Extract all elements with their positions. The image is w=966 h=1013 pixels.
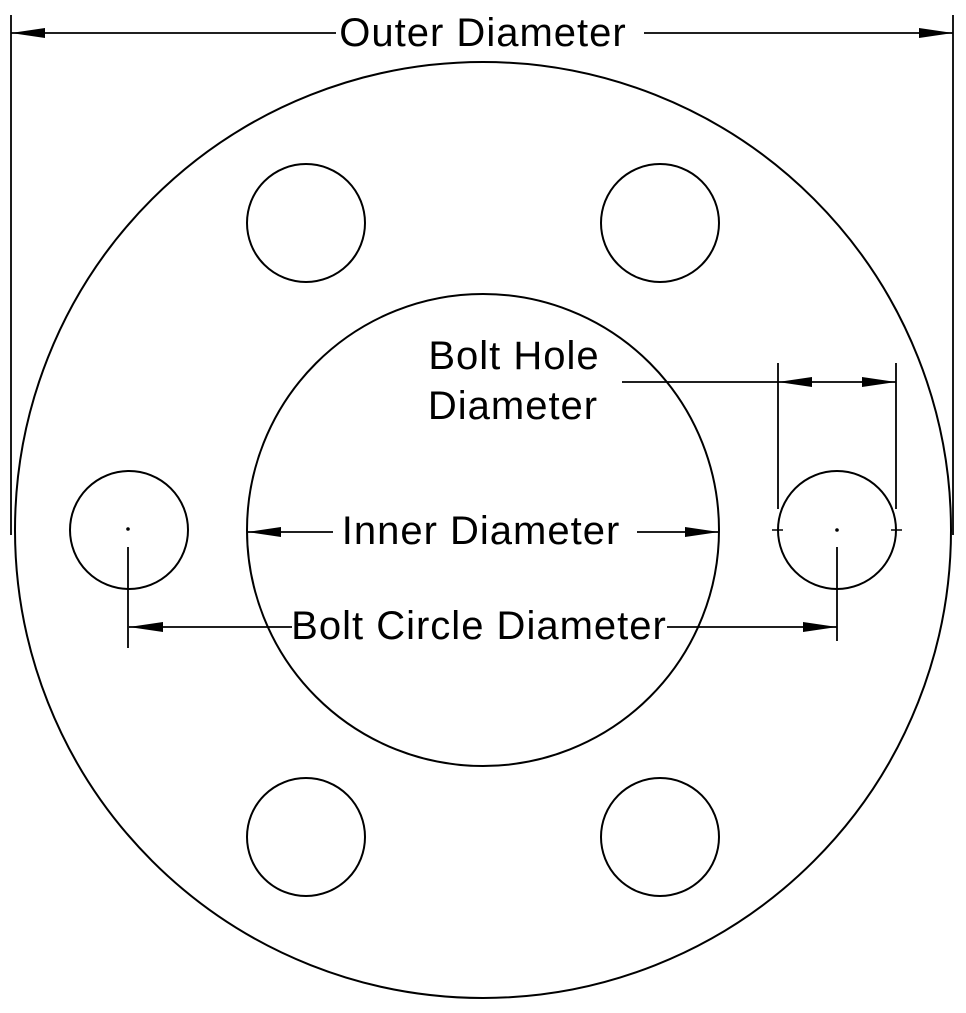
- outer-diameter-label: Outer Diameter: [339, 11, 626, 55]
- outer-diameter-arrow-left: [11, 28, 45, 38]
- outer-circle: [14, 61, 952, 999]
- center-mark-right-hole: [835, 528, 839, 532]
- inner-diameter-label: Inner Diameter: [342, 509, 621, 553]
- inner-diameter-arrow-left: [247, 527, 281, 537]
- inner-diameter-dimension: Inner Diameter: [247, 509, 719, 553]
- bolt-hole-diameter-label-line2: Diameter: [428, 384, 598, 428]
- bolt-hole-top-right: [600, 163, 720, 283]
- bolt-hole-top-left: [246, 163, 366, 283]
- bolt-circle-diameter-label: Bolt Circle Diameter: [291, 604, 667, 648]
- bolt-hole-arrow-left: [778, 377, 812, 387]
- bolt-hole-bottom-left: [246, 777, 366, 897]
- inner-diameter-arrow-right: [685, 527, 719, 537]
- center-mark-left-hole: [126, 527, 130, 531]
- bolt-circle-arrow-left: [129, 622, 163, 632]
- flange-geometry: [14, 61, 952, 999]
- outer-diameter-arrow-right: [919, 28, 953, 38]
- bolt-circle-arrow-right: [803, 622, 837, 632]
- outer-diameter-dimension: Outer Diameter: [10, 11, 954, 535]
- bolt-hole-left: [69, 470, 189, 590]
- bolt-hole-diameter-dimension: Bolt Hole Diameter: [428, 334, 897, 509]
- bolt-hole-arrow-right: [862, 377, 896, 387]
- bolt-circle-diameter-dimension: Bolt Circle Diameter: [127, 547, 838, 648]
- inner-bore-circle: [246, 293, 720, 767]
- bolt-hole-bottom-right: [600, 777, 720, 897]
- bolt-hole-diameter-label-line1: Bolt Hole: [428, 334, 599, 378]
